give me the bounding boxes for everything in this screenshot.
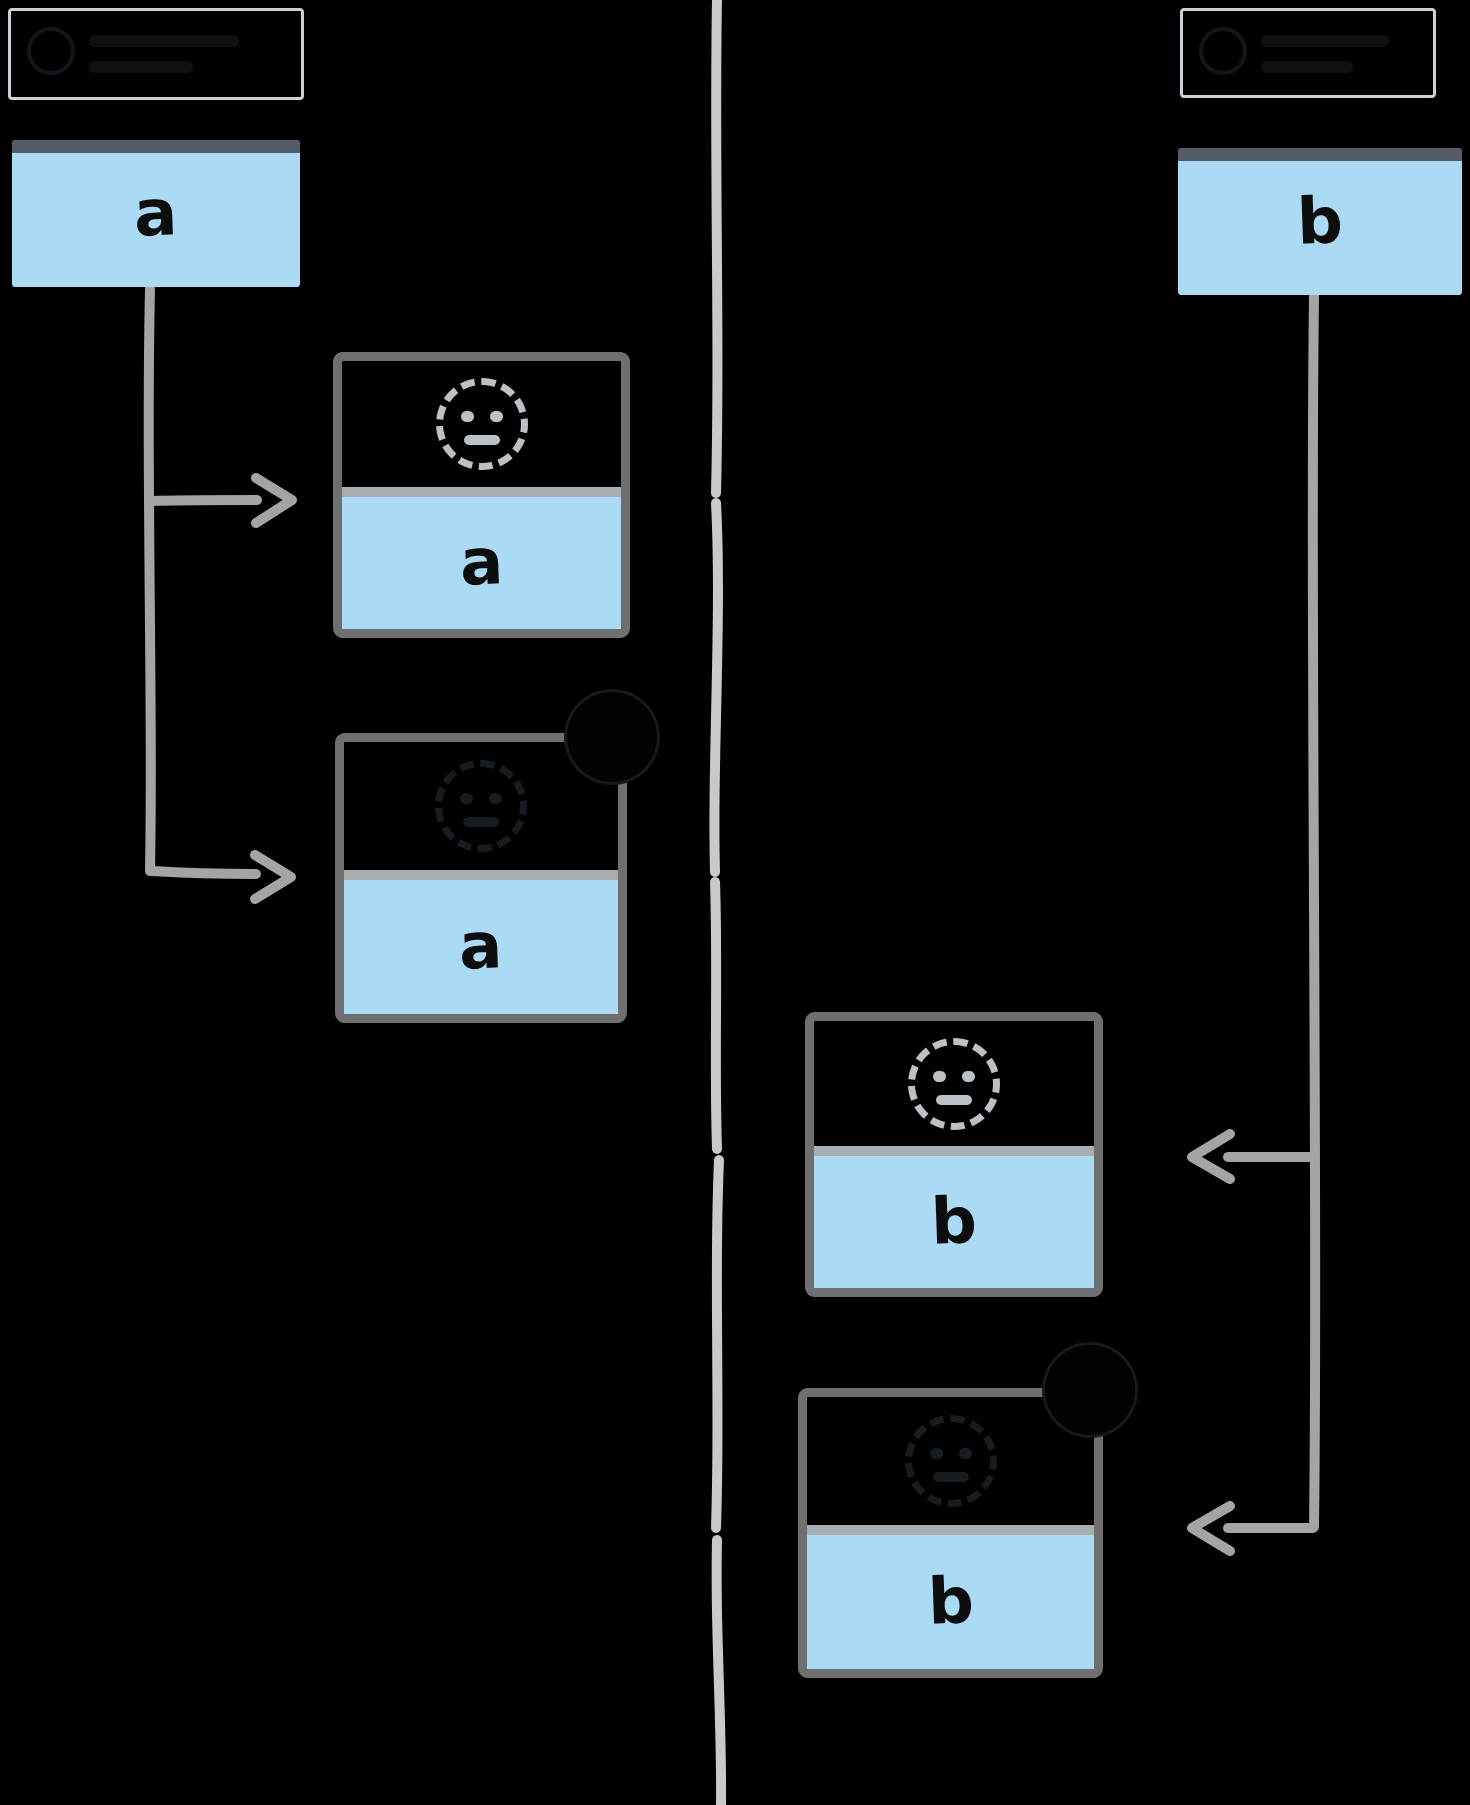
commit-label: b [929,1184,979,1261]
commit-body: a [344,879,618,1014]
face-mouth [932,1471,969,1482]
obscured-text [1261,35,1389,47]
obscured-label-box-left [8,8,304,100]
face-eye [933,1070,946,1082]
left-branch-line [143,284,156,876]
commit-header [342,361,621,487]
arrowhead-to-left-commit-1 [251,473,297,528]
commit-divider [342,486,621,497]
commit-label: a [458,525,505,601]
branch-box-a: a [12,140,300,287]
obscured-label-content [11,11,301,97]
dark-circle-badge [1042,1342,1138,1438]
commit-body: b [807,1534,1094,1669]
commit-header [814,1021,1094,1146]
face-eye [460,410,474,422]
branch-box-b: b [1178,148,1462,295]
commit-body: a [342,496,621,629]
branch-label-a: a [133,175,179,252]
right-branch-connector [1187,291,1321,1556]
face-eye [929,1447,943,1459]
dashed-circle-face-icon [908,1037,1000,1130]
face-mouth [463,434,500,445]
branch-box-title-bar [1178,148,1462,161]
obscured-text [89,35,239,47]
obscured-text [1261,61,1353,73]
branch-label-b: b [1295,183,1345,260]
face-eye [460,792,473,804]
left-commit-2: a [335,733,627,1023]
arrow-shaft-to-left-commit-2 [147,866,261,879]
face-eye [489,792,502,804]
branch-box-title-bar [12,140,300,153]
face-mouth [936,1094,972,1105]
center-divider-segment [711,0,723,498]
obscured-icon [27,27,75,75]
face-eye [958,1447,972,1459]
right-commit-2: b [798,1388,1103,1678]
face-eye [489,410,503,422]
commit-divider [807,1524,1094,1535]
commit-label: b [926,1564,975,1640]
center-divider-segment [709,498,723,877]
center-divider-segment [710,877,722,1154]
obscured-label-box-right [1180,8,1436,98]
arrowhead-to-right-commit-1 [1187,1129,1235,1184]
dark-circle-badge [564,689,660,785]
arrowhead-to-left-commit-2 [250,850,296,904]
left-commit-1: a [333,352,630,638]
dashed-circle-face-icon-hidden [904,1414,997,1507]
center-divider-segment [711,1535,727,1805]
commit-divider [344,869,618,880]
face-eye [962,1070,975,1082]
commit-label: a [458,909,504,985]
right-commit-1: b [805,1012,1103,1297]
obscured-icon [1199,27,1247,75]
arrow-shaft-to-left-commit-1 [145,495,262,506]
arrowhead-to-right-commit-2 [1187,1501,1235,1556]
commit-header [807,1397,1094,1525]
obscured-text [89,61,193,73]
center-divider-segment [711,1155,724,1533]
obscured-label-content [1183,11,1433,95]
right-branch-line [1307,291,1321,1532]
left-branch-connector [143,284,297,904]
center-divider-line [709,0,727,1805]
commit-header [344,742,618,870]
face-mouth [463,816,499,827]
dashed-circle-face-icon [435,377,528,470]
commit-divider [814,1146,1094,1157]
commit-body: b [814,1156,1094,1288]
dashed-circle-face-icon-hidden [435,759,527,852]
